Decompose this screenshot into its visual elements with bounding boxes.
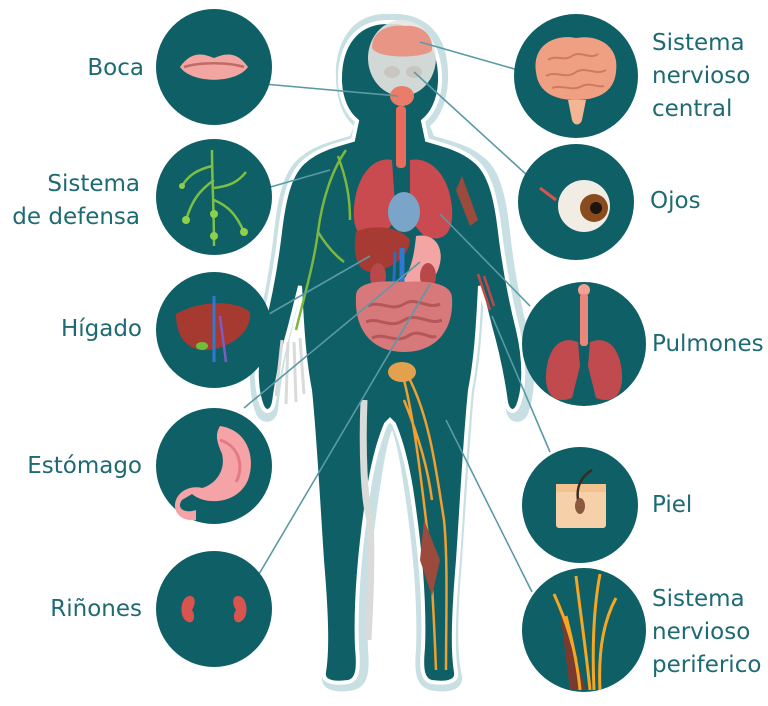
circle-higado xyxy=(156,272,272,388)
label-snc-line-1: Sistema xyxy=(652,27,750,60)
label-snp-line-3: periferico xyxy=(652,649,761,682)
label-higado: Hígado xyxy=(61,313,142,346)
label-snp-line-1: Sistema xyxy=(652,583,761,616)
label-pulmones-line-1: Pulmones xyxy=(652,328,764,361)
label-pulmones: Pulmones xyxy=(652,328,764,361)
eye-left xyxy=(384,66,400,78)
label-estomago: Estómago xyxy=(27,450,142,483)
circle-pulmones xyxy=(522,282,646,406)
circle-ojos xyxy=(518,144,634,260)
label-snc-line-2: nervioso xyxy=(652,60,750,93)
label-snc-line-3: central xyxy=(652,93,750,126)
body-silhouette xyxy=(250,14,534,692)
label-sistema-nervioso-central: Sistema nervioso central xyxy=(652,27,750,126)
label-piel-line-1: Piel xyxy=(652,489,692,522)
label-boca-line-1: Boca xyxy=(87,52,144,85)
label-snp-line-2: nervioso xyxy=(652,616,761,649)
label-estomago-line-1: Estómago xyxy=(27,450,142,483)
label-ojos: Ojos xyxy=(650,185,701,218)
trachea xyxy=(396,106,406,168)
label-piel: Piel xyxy=(652,489,692,522)
label-rinones-line-1: Riñones xyxy=(50,593,142,626)
circle-snp xyxy=(522,568,646,692)
label-sistema-nervioso-periferico: Sistema nervioso periferico xyxy=(652,583,761,682)
circle-rinones xyxy=(156,551,272,667)
label-ojos-line-1: Ojos xyxy=(650,185,701,218)
label-boca: Boca xyxy=(87,52,144,85)
label-higado-line-1: Hígado xyxy=(61,313,142,346)
circle-piel xyxy=(522,447,638,563)
circle-boca xyxy=(156,9,272,125)
heart xyxy=(388,192,420,232)
circle-estomago xyxy=(156,408,272,524)
circle-snc xyxy=(514,14,638,138)
circle-defensa xyxy=(156,139,272,255)
label-defensa-line-2: de defensa xyxy=(12,201,140,234)
label-rinones: Riñones xyxy=(50,593,142,626)
label-sistema-de-defensa: Sistema de defensa xyxy=(12,168,140,234)
bladder xyxy=(388,362,416,382)
label-defensa-line-1: Sistema xyxy=(12,168,140,201)
